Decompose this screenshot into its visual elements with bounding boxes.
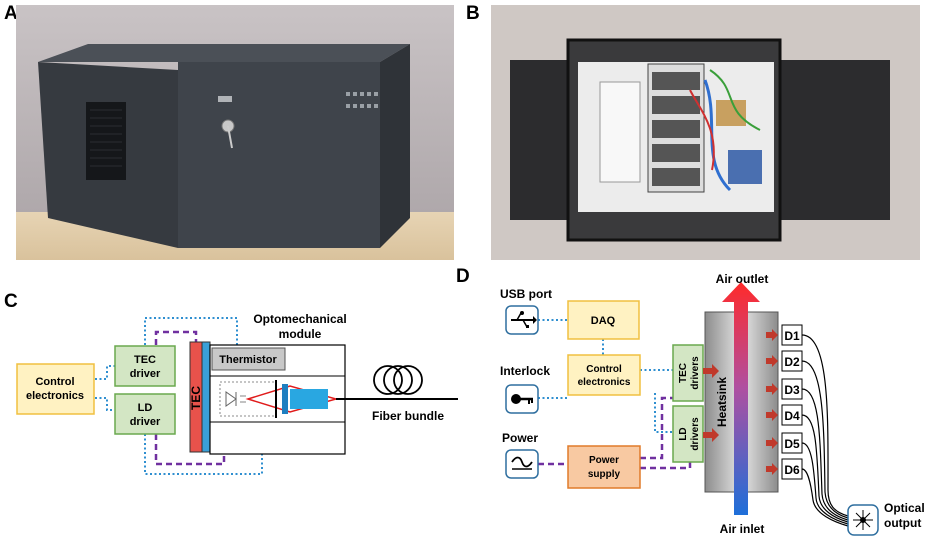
ac-power-icon	[505, 449, 539, 479]
panel-label-a: A	[4, 3, 18, 24]
c-tec-label: TEC	[189, 386, 203, 410]
c-control-electronics-box: Control electronics	[16, 363, 95, 415]
c-optomech-label-2: module	[279, 327, 322, 341]
diode-d3-label: D3	[784, 383, 800, 397]
c-thermistor-label: Thermistor	[219, 354, 277, 366]
c-control-label-2: electronics	[26, 390, 84, 402]
d-tec-drivers-box: TEC drivers	[672, 344, 704, 402]
d-power-supply-label-1: Power	[589, 455, 619, 466]
panel-label-b: B	[466, 3, 480, 24]
c-thermistor-box: Thermistor	[211, 347, 286, 371]
d-daq-label: DAQ	[591, 315, 616, 327]
c-optomech-label-1: Optomechanical	[253, 312, 346, 326]
diode-d6: D6	[766, 458, 803, 480]
d-usb-label: USB port	[500, 287, 552, 301]
d-control-electronics-box: Control electronics	[567, 354, 641, 396]
diode-d1-label: D1	[784, 329, 800, 343]
c-ld-driver-label-2: driver	[130, 416, 161, 428]
d-ld-drivers-box: LD drivers	[672, 405, 704, 463]
d-driver-arrows	[703, 364, 719, 442]
d-fibers	[801, 334, 849, 527]
d-ld-drivers-label-2: drivers	[690, 417, 701, 451]
diode-d4-label: D4	[784, 409, 800, 423]
diode-d2-label: D2	[784, 355, 800, 369]
panel-label-d: D	[456, 266, 470, 287]
c-fiber-bundle-label: Fiber bundle	[372, 409, 444, 423]
c-ld-driver-label-1: LD	[138, 402, 153, 414]
c-tec-driver-label-1: TEC	[134, 354, 156, 366]
d-heatsink: Heatsink	[704, 282, 779, 515]
d-daq-box: DAQ	[567, 300, 640, 340]
d-tec-drivers-label-2: drivers	[690, 356, 701, 390]
d-optical-label-1: Optical	[884, 501, 925, 515]
d-interlock-label: Interlock	[500, 364, 550, 378]
d-heatsink-label: Heatsink	[715, 377, 729, 427]
optical-output-icon	[847, 504, 879, 536]
diode-d2: D2	[766, 350, 803, 372]
c-tec-driver-box: TEC driver	[114, 345, 176, 387]
diode-d5-label: D5	[784, 437, 800, 451]
usb-icon	[505, 305, 539, 335]
d-data-lines	[538, 319, 673, 433]
d-optical-label-2: output	[884, 516, 921, 530]
d-power-label: Power	[502, 431, 538, 445]
c-tec-element: TEC	[189, 341, 211, 453]
c-control-label-1: Control	[35, 376, 74, 388]
d-tec-drivers-label-1: TEC	[678, 363, 689, 383]
c-tec-driver-label-2: driver	[130, 368, 161, 380]
photo-enclosure	[16, 5, 454, 260]
c-ld-driver-box: LD driver	[114, 393, 176, 435]
diode-d4: D4	[766, 404, 803, 426]
d-power-supply-label-2: supply	[588, 469, 621, 480]
diode-d1: D1	[766, 324, 803, 346]
diode-d5: D5	[766, 432, 803, 454]
diode-d6-label: D6	[784, 463, 800, 477]
d-air-outlet-label: Air outlet	[716, 272, 769, 286]
d-control-label-1: Control	[586, 364, 622, 375]
panel-label-c: C	[4, 291, 18, 312]
d-diode-column: D1 D2 D3 D4 D5 D6	[766, 324, 803, 480]
d-ld-drivers-label-1: LD	[678, 427, 689, 440]
d-control-label-2: electronics	[578, 377, 631, 388]
photo-interior	[491, 5, 920, 260]
key-icon	[505, 384, 539, 414]
d-air-inlet-label: Air inlet	[720, 522, 765, 536]
d-power-supply-box: Power supply	[567, 445, 641, 489]
c-laser-assembly	[219, 380, 339, 418]
c-fiber-bundle: Fiber bundle	[336, 365, 458, 423]
diode-d3: D3	[766, 378, 803, 400]
